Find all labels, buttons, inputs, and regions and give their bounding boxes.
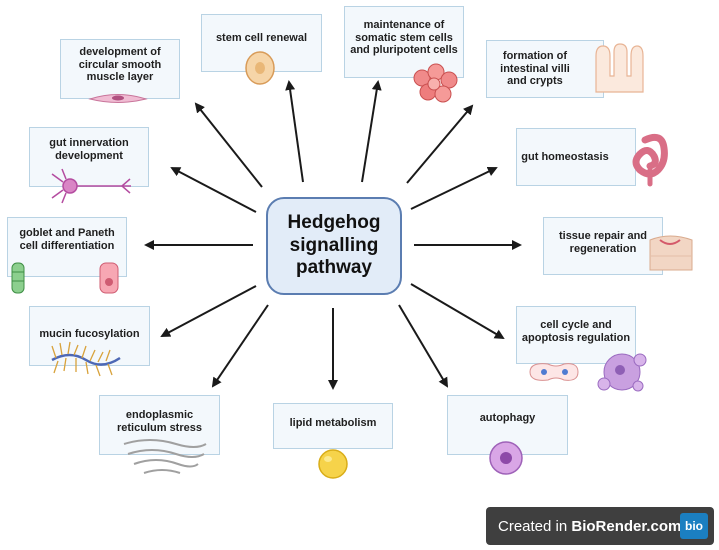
neuron-icon — [51, 168, 131, 204]
node-label: stem cell renewal — [215, 31, 308, 44]
autophagy-cell-icon — [489, 441, 523, 475]
watermark-text: Created in BioRender.com — [498, 518, 681, 535]
node-er-stress: endoplasmic reticulum stress — [99, 395, 220, 455]
node-label: cell cycle and apoptosis regulation — [521, 319, 631, 344]
center-line-2: signalling — [289, 234, 379, 256]
node-lipid-metabolism: lipid metabolism — [273, 403, 393, 449]
goblet-cell-icon — [11, 262, 25, 294]
arrow-gut-homeostasis — [410, 166, 498, 210]
center-line-1: Hedgehog — [287, 211, 381, 233]
node-label: gut homeostasis — [521, 150, 609, 163]
lipid-droplet-icon — [318, 449, 348, 479]
hedgehog-center-node: Hedgehog signalling pathway — [266, 197, 402, 295]
intestinal-villi-icon — [595, 43, 644, 93]
node-label: lipid metabolism — [289, 416, 377, 429]
node-label: formation of intestinal villi and crypts — [500, 50, 570, 88]
node-maintenance-stem-cells: maintenance of somatic stem cells and pl… — [344, 6, 464, 78]
arrow-gut-innervation — [170, 167, 257, 213]
stem-cell-icon — [245, 51, 275, 85]
arrow-mucin-fucosylation — [160, 285, 257, 337]
node-mucin-fucosylation: mucin fucosylation — [29, 306, 150, 366]
node-cell-cycle: cell cycle and apoptosis regulation — [516, 306, 636, 364]
node-label: goblet and Paneth cell differentiation — [19, 227, 115, 252]
node-label: maintenance of somatic stem cells and pl… — [350, 19, 458, 57]
arrow-stem-cell-renewal — [285, 80, 304, 183]
node-label: endoplasmic reticulum stress — [117, 409, 202, 434]
smooth-muscle-cell-icon — [88, 94, 148, 103]
watermark-prefix: Created in — [498, 517, 572, 535]
watermark-name: BioRender.com — [571, 517, 682, 535]
arrow-er-stress — [211, 304, 269, 388]
endoplasmic-reticulum-icon — [123, 439, 207, 474]
node-label: mucin fucosylation — [39, 327, 140, 340]
skin-wound-icon — [649, 235, 693, 271]
mucin-fiber-icon — [51, 341, 121, 377]
node-label: gut innervation development — [49, 137, 129, 162]
node-label: autophagy — [479, 411, 536, 424]
node-label: development of circular smooth muscle la… — [78, 46, 162, 84]
arrow-cell-cycle — [410, 283, 505, 340]
node-tissue-repair: tissue repair and regeneration — [543, 217, 663, 275]
biorender-logo-icon: bio — [680, 513, 708, 539]
node-label: tissue repair and regeneration — [558, 230, 648, 255]
arrow-intestinal-villi — [406, 104, 474, 184]
apoptotic-cell-icon — [597, 353, 647, 392]
dividing-cell-icon — [529, 363, 579, 381]
cell-cluster-icon — [413, 63, 458, 103]
node-gut-homeostasis: gut homeostasis — [516, 128, 636, 186]
arrow-circular-smooth-muscle — [194, 102, 263, 188]
arrow-maintenance-stem-cells — [361, 80, 382, 183]
paneth-cell-icon — [99, 262, 119, 294]
arrow-autophagy — [398, 304, 449, 388]
center-line-3: pathway — [295, 257, 372, 279]
node-circular-smooth-muscle: development of circular smooth muscle la… — [60, 39, 180, 99]
intestine-icon — [632, 133, 668, 187]
biorender-watermark: Created in BioRender.com bio — [486, 507, 714, 545]
